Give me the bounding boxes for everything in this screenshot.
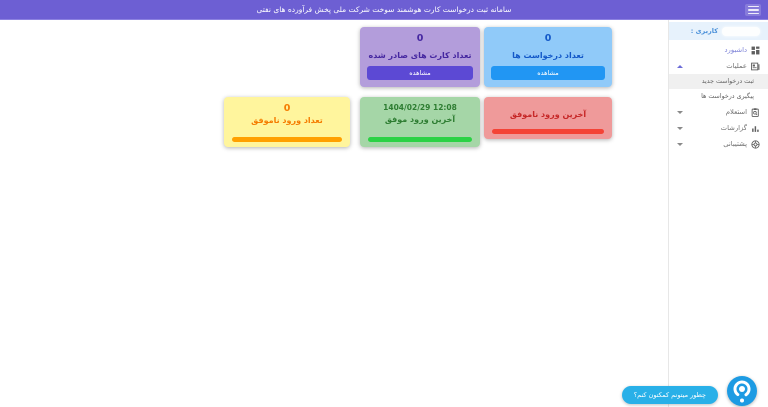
sidebar-item-reports[interactable]: گزارشات [669, 120, 768, 136]
sidebar: کاربری : داشبورد عملیات ثبت درخواست جدید [668, 20, 768, 407]
sidebar-item-label: استعلام [725, 108, 747, 116]
card-requests-view-button[interactable]: مشاهده [491, 66, 605, 80]
sidebar-item-new-request[interactable]: ثبت درخواست جدید [669, 74, 768, 89]
user-name-redacted [722, 26, 760, 36]
card-last-successful-login-value: 1404/02/29 12:08 [383, 103, 457, 112]
chat-logo-icon[interactable] [727, 376, 757, 406]
card-issued-title: تعداد کارت های صادر شده [368, 51, 472, 60]
card-last-failed-login-title: آخرین ورود ناموفق [509, 110, 587, 119]
sidebar-item-inquiry[interactable]: استعلام [669, 104, 768, 120]
card-last-failed-login: آخرین ورود ناموفق [484, 97, 612, 139]
sidebar-item-track-requests[interactable]: پیگیری درخواست ها [701, 93, 754, 100]
menu-bar [747, 12, 759, 15]
card-requests-value: 0 [544, 33, 552, 44]
chevron-down-icon [677, 126, 683, 130]
sidebar-nav: داشبورد عملیات ثبت درخواست جدید پیگیری د… [669, 40, 768, 152]
user-bar: کاربری : [669, 22, 768, 40]
card-issued-view-button[interactable]: مشاهده [367, 66, 473, 80]
chevron-down-icon [677, 142, 683, 146]
card-requests: 0 تعداد درخواست ها مشاهده [484, 27, 612, 87]
chevron-down-icon [677, 110, 683, 114]
failed-count-bar [232, 137, 342, 142]
menu-icon[interactable] [745, 4, 761, 16]
card-requests-title: تعداد درخواست ها [512, 51, 584, 60]
sidebar-item-label: پشتیبانی [723, 140, 747, 148]
card-last-successful-login: 1404/02/29 12:08 آخرین ورود موفق [360, 97, 480, 147]
success-login-bar [368, 137, 472, 142]
menu-bar [747, 9, 759, 11]
chevron-up-icon [677, 64, 683, 68]
card-issued-cards: 0 تعداد کارت های صادر شده مشاهده [360, 27, 480, 87]
card-failed-login-count-title: تعداد ورود ناموفق [251, 116, 323, 125]
failed-login-bar [492, 129, 604, 134]
dashboard-content: 0 تعداد درخواست ها مشاهده 0 تعداد کارت ه… [100, 20, 768, 407]
chat-help-button[interactable]: چطور میتونم کمکتون کنم؟ [621, 386, 718, 404]
dashboard-grid-icon [751, 46, 760, 54]
sidebar-item-label: عملیات [726, 62, 747, 70]
app-title: سامانه ثبت درخواست کارت هوشمند سوخت شرکت… [256, 5, 512, 14]
sidebar-item-dashboard[interactable]: داشبورد [669, 42, 768, 58]
sidebar-item-label: گزارشات [720, 124, 747, 132]
card-failed-login-count-value: 0 [283, 103, 291, 114]
sidebar-item-support[interactable]: پشتیبانی [669, 136, 768, 152]
user-label: کاربری : [690, 27, 718, 35]
sidebar-item-operations[interactable]: عملیات [669, 58, 768, 74]
card-failed-login-count: 0 تعداد ورود ناموفق [224, 97, 350, 147]
card-issued-value: 0 [416, 33, 424, 44]
raychat-emblem [733, 380, 751, 403]
menu-bar [747, 5, 759, 8]
sidebar-item-label: داشبورد [724, 46, 747, 54]
newspaper-icon [751, 62, 760, 70]
bar-chart-icon [752, 125, 759, 132]
lifebuoy-icon [751, 139, 760, 149]
app-header: سامانه ثبت درخواست کارت هوشمند سوخت شرکت… [0, 0, 768, 20]
clipboard-search-icon [751, 107, 759, 117]
card-last-successful-login-title: آخرین ورود موفق [384, 115, 456, 124]
